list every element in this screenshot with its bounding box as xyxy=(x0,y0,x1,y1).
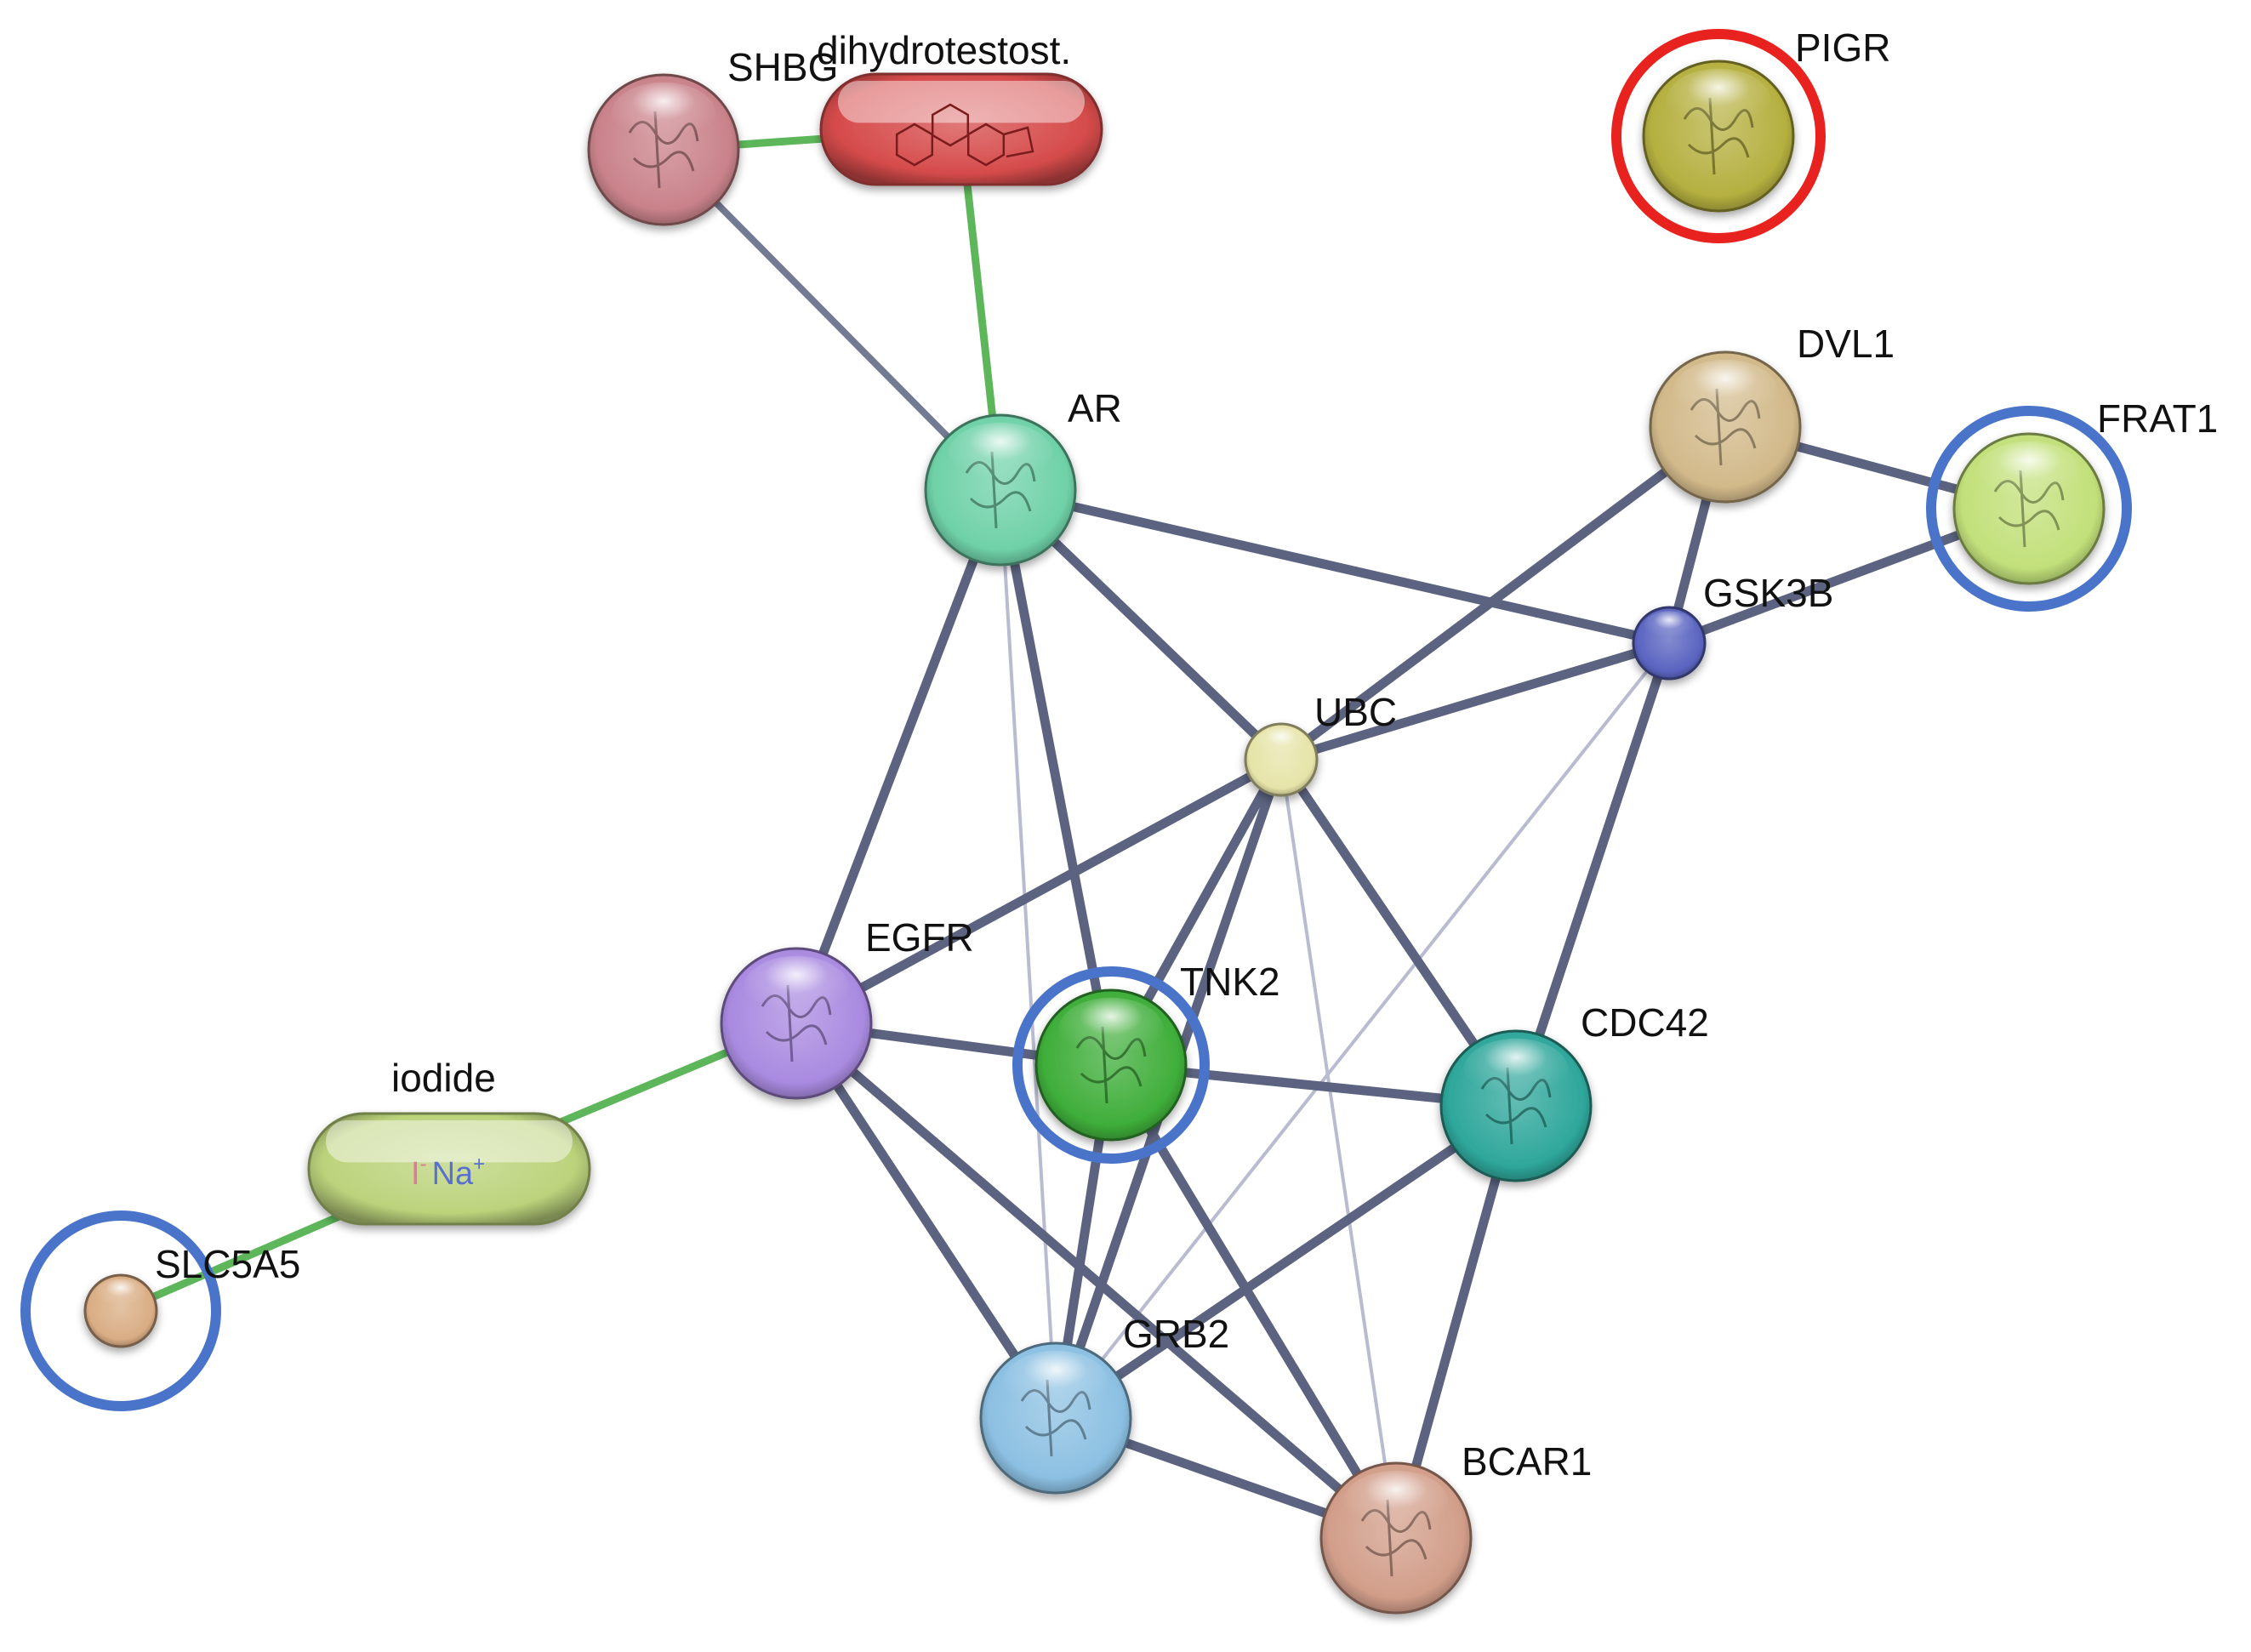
edge-tnk2-bcar1[interactable] xyxy=(1106,1060,1401,1543)
node-gloss xyxy=(1666,68,1771,132)
label-tnk2: TNK2 xyxy=(1180,960,1280,1004)
label-dihydrotestost: dihydrotestost. xyxy=(817,28,1071,72)
node-grb2[interactable] xyxy=(979,1342,1132,1495)
node-gloss xyxy=(1463,1038,1569,1102)
label-ubc: UBC xyxy=(1314,690,1397,734)
node-pigr[interactable] xyxy=(1642,60,1795,213)
node-gloss xyxy=(1976,441,2082,504)
label-grb2: GRB2 xyxy=(1123,1312,1229,1356)
node-frat1[interactable] xyxy=(1952,432,2106,585)
edge-gsk3b-cdc42[interactable] xyxy=(1511,638,1674,1111)
edge-ar-egfr[interactable] xyxy=(791,485,1006,1028)
node-dvl1[interactable] xyxy=(1649,350,1802,504)
nodes-layer: I-Na+ xyxy=(83,60,2106,1615)
node-ubc[interactable] xyxy=(1244,722,1319,797)
node-gloss xyxy=(838,81,1085,123)
node-gloss xyxy=(1343,1470,1449,1534)
label-cdc42: CDC42 xyxy=(1581,1000,1709,1045)
steroid-structure-icon xyxy=(895,103,1034,167)
node-ar[interactable] xyxy=(924,413,1077,567)
highlight-ring-pigr xyxy=(1611,29,1826,243)
label-dvl1: DVL1 xyxy=(1797,322,1895,366)
edge-egfr-grb2[interactable] xyxy=(791,1018,1061,1423)
highlight-ring-slc5a5 xyxy=(20,1211,221,1411)
node-gloss xyxy=(744,955,849,1019)
edge-ar-gsk3b[interactable] xyxy=(995,485,1674,648)
edge-shbg-ar[interactable] xyxy=(660,146,1004,493)
node-gloss xyxy=(611,82,716,145)
node-gloss xyxy=(1673,359,1778,423)
node-shbg[interactable] xyxy=(587,73,740,226)
anion-symbol: I xyxy=(411,1156,420,1192)
edge-ar-grb2[interactable] xyxy=(999,488,1057,1420)
node-cdc42[interactable] xyxy=(1439,1029,1593,1182)
node-gloss xyxy=(1644,611,1695,641)
anion-charge: - xyxy=(420,1153,427,1176)
node-gloss xyxy=(948,422,1053,486)
edge-ubc-egfr[interactable] xyxy=(791,755,1286,1028)
edge-cdc42-grb2[interactable] xyxy=(1051,1101,1521,1423)
node-gsk3b[interactable] xyxy=(1632,606,1707,681)
label-iodide: iodide xyxy=(391,1056,496,1100)
edge-gsk3b-ubc[interactable] xyxy=(1276,638,1674,765)
node-gloss xyxy=(95,1279,146,1309)
edge-gsk3b-grb2[interactable] xyxy=(1054,641,1671,1420)
iodide-formula: I-Na+ xyxy=(411,1153,485,1192)
highlight-ring-frat1 xyxy=(1926,406,2132,612)
node-gloss xyxy=(1256,727,1307,758)
edge-ubc-bcar1[interactable] xyxy=(1279,758,1398,1540)
label-egfr: EGFR xyxy=(865,915,974,960)
cation-symbol: Na xyxy=(432,1156,474,1192)
node-egfr[interactable] xyxy=(720,947,873,1100)
node-gloss xyxy=(326,1120,573,1163)
edge-dvl1-ubc[interactable] xyxy=(1276,422,1730,765)
label-bcar1: BCAR1 xyxy=(1462,1439,1592,1484)
label-ar: AR xyxy=(1068,386,1122,430)
edges-layer xyxy=(117,125,2034,1543)
node-dihydrotestost[interactable] xyxy=(819,72,1103,186)
highlights-layer xyxy=(20,29,2132,1411)
node-bcar1[interactable] xyxy=(1319,1461,1473,1615)
node-gloss xyxy=(1058,997,1164,1061)
node-slc5a5[interactable] xyxy=(83,1273,158,1348)
cation-charge: + xyxy=(473,1153,485,1176)
label-frat1: FRAT1 xyxy=(2097,396,2218,441)
node-gloss xyxy=(1003,1350,1108,1414)
highlight-ring-tnk2 xyxy=(1012,966,1210,1164)
node-tnk2[interactable] xyxy=(1034,988,1188,1142)
node-iodide[interactable]: I-Na+ xyxy=(307,1112,591,1226)
label-pigr: PIGR xyxy=(1795,26,1890,70)
label-shbg: SHBG xyxy=(727,45,838,89)
label-gsk3b: GSK3B xyxy=(1703,571,1833,615)
label-slc5a5: SLC5A5 xyxy=(155,1242,300,1286)
edge-egfr-bcar1[interactable] xyxy=(791,1018,1401,1543)
